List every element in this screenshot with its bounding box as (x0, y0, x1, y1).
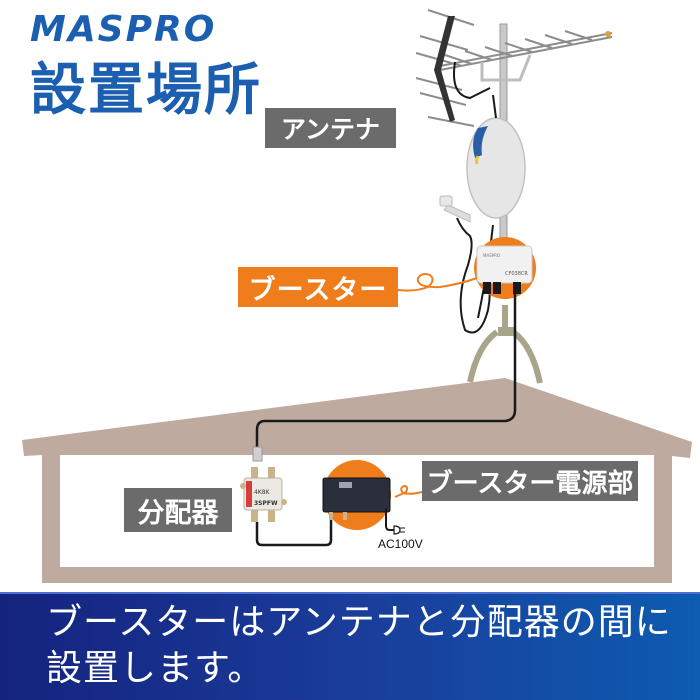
booster-power-unit-icon (322, 460, 405, 535)
satellite-dish-icon (439, 117, 526, 223)
coax-cable (255, 292, 517, 447)
power-leader-line (394, 484, 423, 498)
svg-text:MASPRO: MASPRO (483, 253, 500, 258)
booster-power-label: ブースター電源部 (422, 461, 638, 501)
banner-line-2: 設置します。 (46, 648, 265, 689)
page-title: 設置場所 (30, 58, 262, 123)
svg-text:CF038CR: CF038CR (505, 271, 528, 277)
banner-line-1: ブースターはアンテナと分配器の間に (46, 602, 672, 643)
splitter-label: 分配器 (124, 488, 232, 532)
booster-leader-line (397, 273, 478, 292)
booster-device-icon: MASPRO CF038CR (474, 237, 536, 299)
power-spec-label: AC100V (378, 537, 423, 551)
svg-text:3SPFW: 3SPFW (254, 500, 278, 507)
info-banner (0, 592, 700, 700)
maspro-logo: MASPRO (30, 9, 217, 50)
uhf-antenna-icon (415, 9, 613, 127)
antenna-reflector (434, 16, 455, 122)
antenna-label: アンテナ (265, 108, 396, 148)
svg-text:4K8K: 4K8K (254, 489, 271, 496)
booster-label: ブースター (238, 267, 398, 307)
splitter-to-power-cable (255, 518, 333, 547)
banner-text: ブースターはアンテナと分配器の間に 設置します。 (46, 600, 686, 692)
splitter-device-icon: 4K8K 3SPFW (240, 467, 287, 522)
antenna-mast-stand (467, 305, 543, 384)
